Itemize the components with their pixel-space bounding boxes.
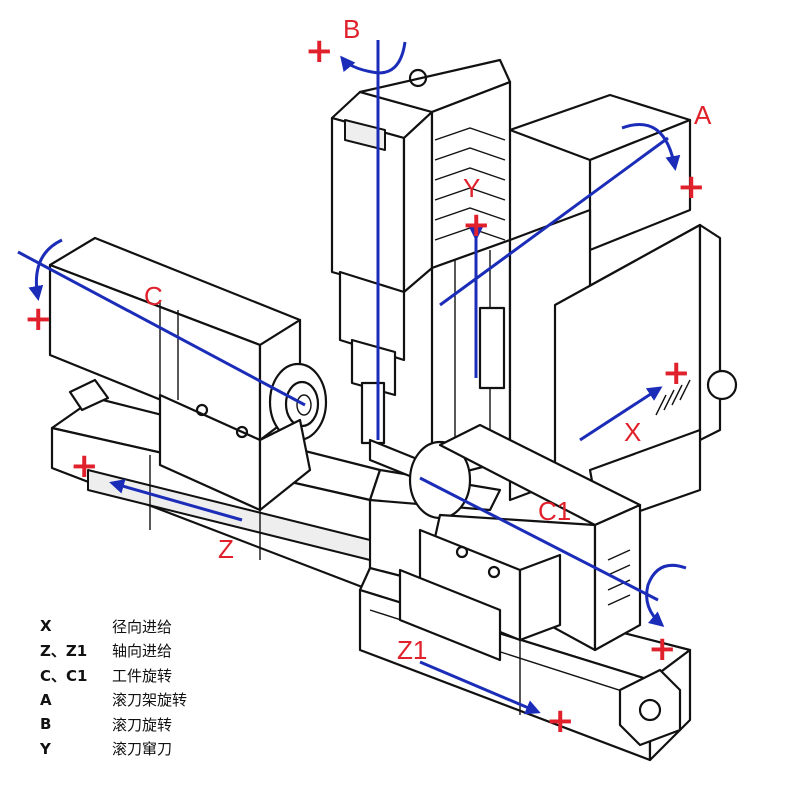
legend-row: C、C1 工件旋转 [40,663,360,688]
workpiece-headstock-c [48,236,328,512]
plus-sign-z: + [70,446,99,486]
plus-sign-c: + [24,299,53,339]
legend-key: A [40,690,52,709]
axis-z-arrow[interactable] [109,479,243,522]
plus-sign-a: + [677,167,706,207]
axis-label-z: Z [218,534,234,564]
legend-key: X [40,617,52,636]
axis-label-x: X [624,417,641,447]
plus-sign-b: + [305,31,334,71]
plus-sign-c1: + [648,629,677,669]
axis-a-rotation-arc [621,122,681,171]
plus-sign-y: + [462,205,491,245]
axis-c-rotation-arc [28,238,63,301]
legend-key: Y [40,739,51,758]
legend-key: Z、Z1 [40,642,88,661]
positive-direction-markers: + + + + + + + + [24,31,706,741]
legend-row: Y 滚刀窜刀 [40,737,360,762]
axis-label-z1: Z1 [397,635,427,665]
legend-desc: 轴向进给 [112,642,173,661]
axis-label-c: C [144,281,163,311]
axis-c1-rotation-arc [645,563,687,627]
legend-desc: 滚刀架旋转 [112,691,188,710]
legend-key: B [40,715,52,734]
axis-b-rotation-arc [340,41,407,75]
axis-c-line [17,250,306,407]
axis-label-b: B [343,14,360,44]
axis-label-a: A [694,100,712,130]
axis-labels: B A Y C X Z C1 Z1 [144,14,712,665]
workpiece-headstock-c1 [398,423,642,662]
axis-label-c1: C1 [538,496,571,526]
axis-label-y: Y [463,173,480,203]
legend-row: B 滚刀旋转 [40,712,360,737]
axis-lines [17,40,687,715]
axis-a-line [439,136,669,307]
legend-row: Z、Z1 轴向进给 [40,639,360,664]
axis-x-arrow[interactable] [579,386,663,442]
legend-desc: 工件旋转 [112,666,173,685]
legend-key: C、C1 [40,666,88,685]
legend-desc: 滚刀窜刀 [112,740,173,759]
axis-legend: X 径向进给 Z、Z1 轴向进给 C、C1 工件旋转 A 滚刀架旋转 B 滚刀旋… [40,614,360,761]
axis-z1-arrow[interactable] [419,660,541,715]
plus-sign-x: + [662,353,691,393]
axis-c1-line [419,476,659,602]
legend-desc: 滚刀旋转 [112,715,173,734]
legend-row: A 滚刀架旋转 [40,688,360,713]
legend-desc: 径向进给 [112,617,173,636]
legend-row: X 径向进给 [40,614,360,639]
plus-sign-z1: + [546,701,575,741]
